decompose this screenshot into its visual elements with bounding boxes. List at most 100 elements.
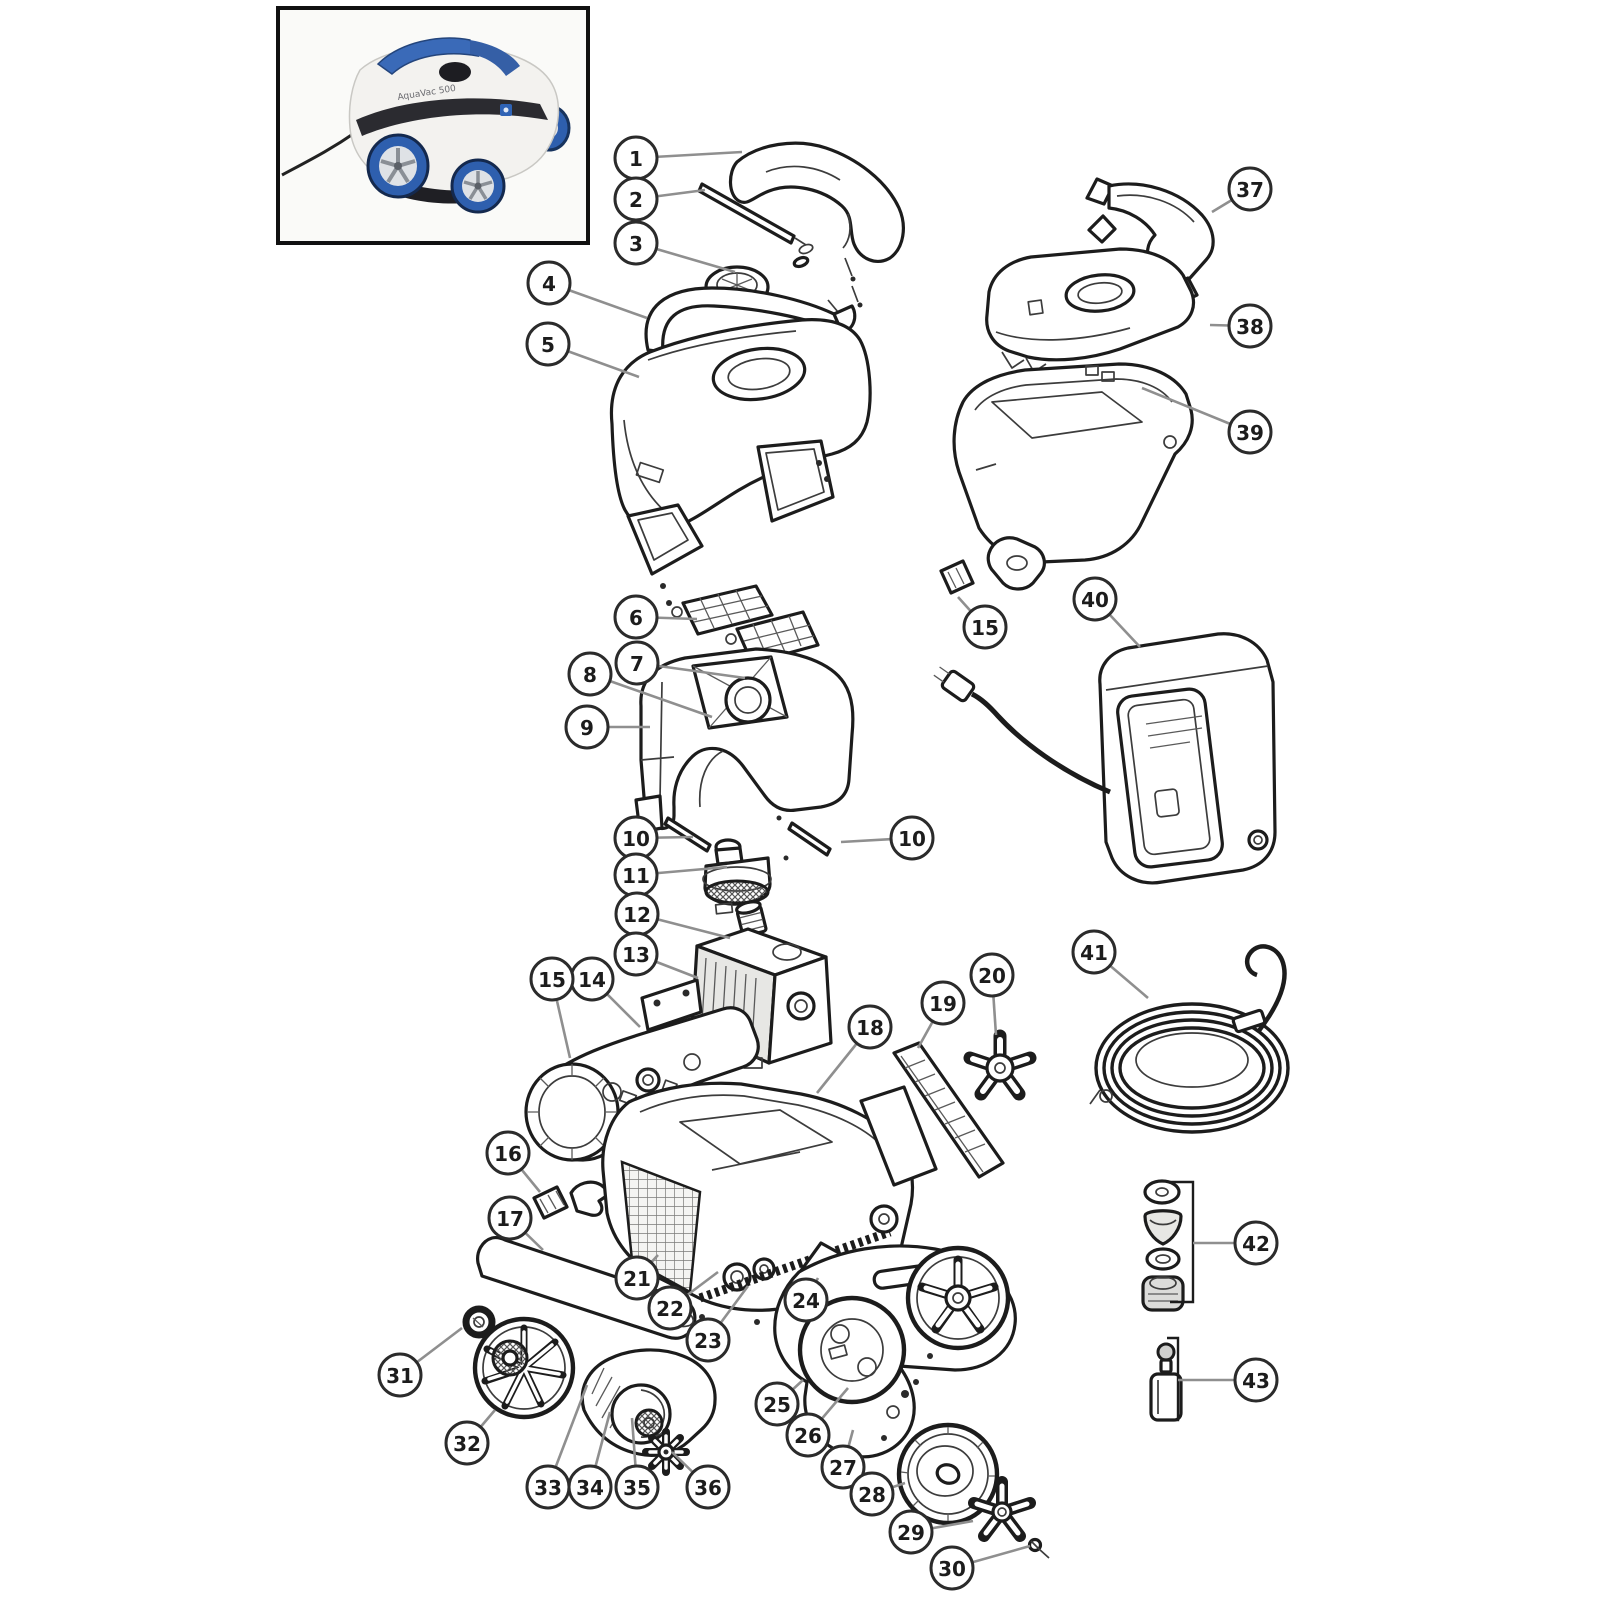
rear-left-wheel <box>450 158 506 214</box>
callout-number: 15 <box>538 968 566 992</box>
callout-10-10: 10 <box>889 815 935 861</box>
callout-number: 17 <box>496 1207 524 1231</box>
callout-circle <box>962 604 1008 650</box>
callout-number: 30 <box>938 1557 966 1581</box>
callout-39-40: 39 <box>1227 409 1273 455</box>
callout-3-2: 3 <box>613 220 659 266</box>
callout-number: 31 <box>386 1364 414 1388</box>
callout-circle <box>567 1464 613 1510</box>
callout-number: 12 <box>623 903 651 927</box>
callout-circle <box>377 1352 423 1398</box>
callout-30-31: 30 <box>929 1545 975 1591</box>
callout-33-34: 33 <box>525 1464 571 1510</box>
callout-40-41: 40 <box>1072 576 1118 622</box>
callout-7-6: 7 <box>614 640 660 686</box>
callout-number: 18 <box>856 1016 884 1040</box>
callout-31-32: 31 <box>377 1352 423 1398</box>
callout-34-35: 34 <box>567 1464 613 1510</box>
callout-number: 19 <box>929 992 957 1016</box>
part-33-34-35-drive-motor <box>580 1348 717 1457</box>
callout-10-9: 10 <box>613 815 659 861</box>
callout-circle <box>969 952 1015 998</box>
callout-number: 15 <box>971 616 999 640</box>
callout-number: 23 <box>694 1329 722 1353</box>
callout-number: 2 <box>629 188 643 212</box>
part-10-pins <box>663 815 832 861</box>
callout-circle <box>1072 576 1118 622</box>
callout-circle <box>613 176 659 222</box>
callout-number: 21 <box>623 1267 651 1291</box>
callout-circle <box>1227 166 1273 212</box>
callout-5-4: 5 <box>525 321 571 367</box>
part-1-handle-grip <box>728 141 905 308</box>
callout-circle <box>783 1277 829 1323</box>
callout-number: 35 <box>623 1476 651 1500</box>
callout-number: 1 <box>629 147 643 171</box>
part-36-gear <box>642 1428 690 1476</box>
callout-circle <box>525 321 571 367</box>
callout-circle <box>888 1509 934 1555</box>
callout-16-17: 16 <box>485 1130 531 1176</box>
callout-19-20: 19 <box>920 980 966 1026</box>
callout-15-16: 15 <box>962 604 1008 650</box>
callout-circle <box>685 1317 731 1363</box>
callout-number: 3 <box>629 232 643 256</box>
callout-number: 32 <box>453 1432 481 1456</box>
callout-circle <box>785 1412 831 1458</box>
part-30-screw <box>1027 1537 1050 1559</box>
callout-circle <box>1233 1357 1279 1403</box>
part-2-pin-rod <box>697 182 807 246</box>
part-39-body-shell <box>952 362 1194 564</box>
part-29-fan <box>968 1476 1036 1542</box>
callout-number: 39 <box>1236 421 1264 445</box>
callout-number: 22 <box>656 1297 684 1321</box>
callout-number: 10 <box>622 827 650 851</box>
callout-circle <box>526 260 572 306</box>
callout-number: 41 <box>1080 941 1108 965</box>
callout-15-15: 15 <box>529 956 575 1002</box>
callout-25-26: 25 <box>754 1381 800 1427</box>
part-40-power-supply <box>933 632 1277 885</box>
callout-17-18: 17 <box>487 1195 533 1241</box>
callout-circle <box>529 956 575 1002</box>
callout-43-44: 43 <box>1233 1357 1279 1403</box>
callout-27-28: 27 <box>820 1444 866 1490</box>
callout-circle <box>487 1195 533 1241</box>
callout-circle <box>564 704 610 750</box>
callout-circle <box>614 1464 660 1510</box>
callout-circle <box>1227 303 1273 349</box>
robot-top-port <box>439 62 471 82</box>
callout-circle <box>849 1471 895 1517</box>
part-16-clips <box>532 1180 613 1220</box>
callout-circle <box>613 594 659 640</box>
robot-button-dot <box>503 107 509 113</box>
callout-22-23: 22 <box>647 1285 693 1331</box>
callout-number: 42 <box>1242 1232 1270 1256</box>
callout-29-30: 29 <box>888 1509 934 1555</box>
part-32-wheel <box>472 1316 576 1420</box>
callout-35-36: 35 <box>614 1464 660 1510</box>
callout-9-8: 9 <box>564 704 610 750</box>
part-38-top-cover <box>985 247 1196 373</box>
callout-circle <box>614 640 660 686</box>
callout-number: 16 <box>494 1142 522 1166</box>
callout-1-0: 1 <box>613 135 659 181</box>
callout-38-39: 38 <box>1227 303 1273 349</box>
callout-number: 34 <box>576 1476 604 1500</box>
callout-number: 38 <box>1236 315 1264 339</box>
robot-handle-right <box>470 40 520 76</box>
callout-2-1: 2 <box>613 176 659 222</box>
part-13-pump-block <box>640 927 833 1069</box>
part-20-star-impeller <box>963 1029 1037 1101</box>
callout-circle <box>1233 1220 1279 1266</box>
callout-36-37: 36 <box>685 1464 731 1510</box>
callout-circle <box>820 1444 866 1490</box>
part-7-8-9-pump-housing <box>634 647 855 834</box>
callout-circle <box>613 220 659 266</box>
callout-number: 24 <box>792 1289 820 1313</box>
callout-circle <box>920 980 966 1026</box>
callout-number: 10 <box>898 827 926 851</box>
callout-23-24: 23 <box>685 1317 731 1363</box>
callout-21-22: 21 <box>614 1255 660 1301</box>
